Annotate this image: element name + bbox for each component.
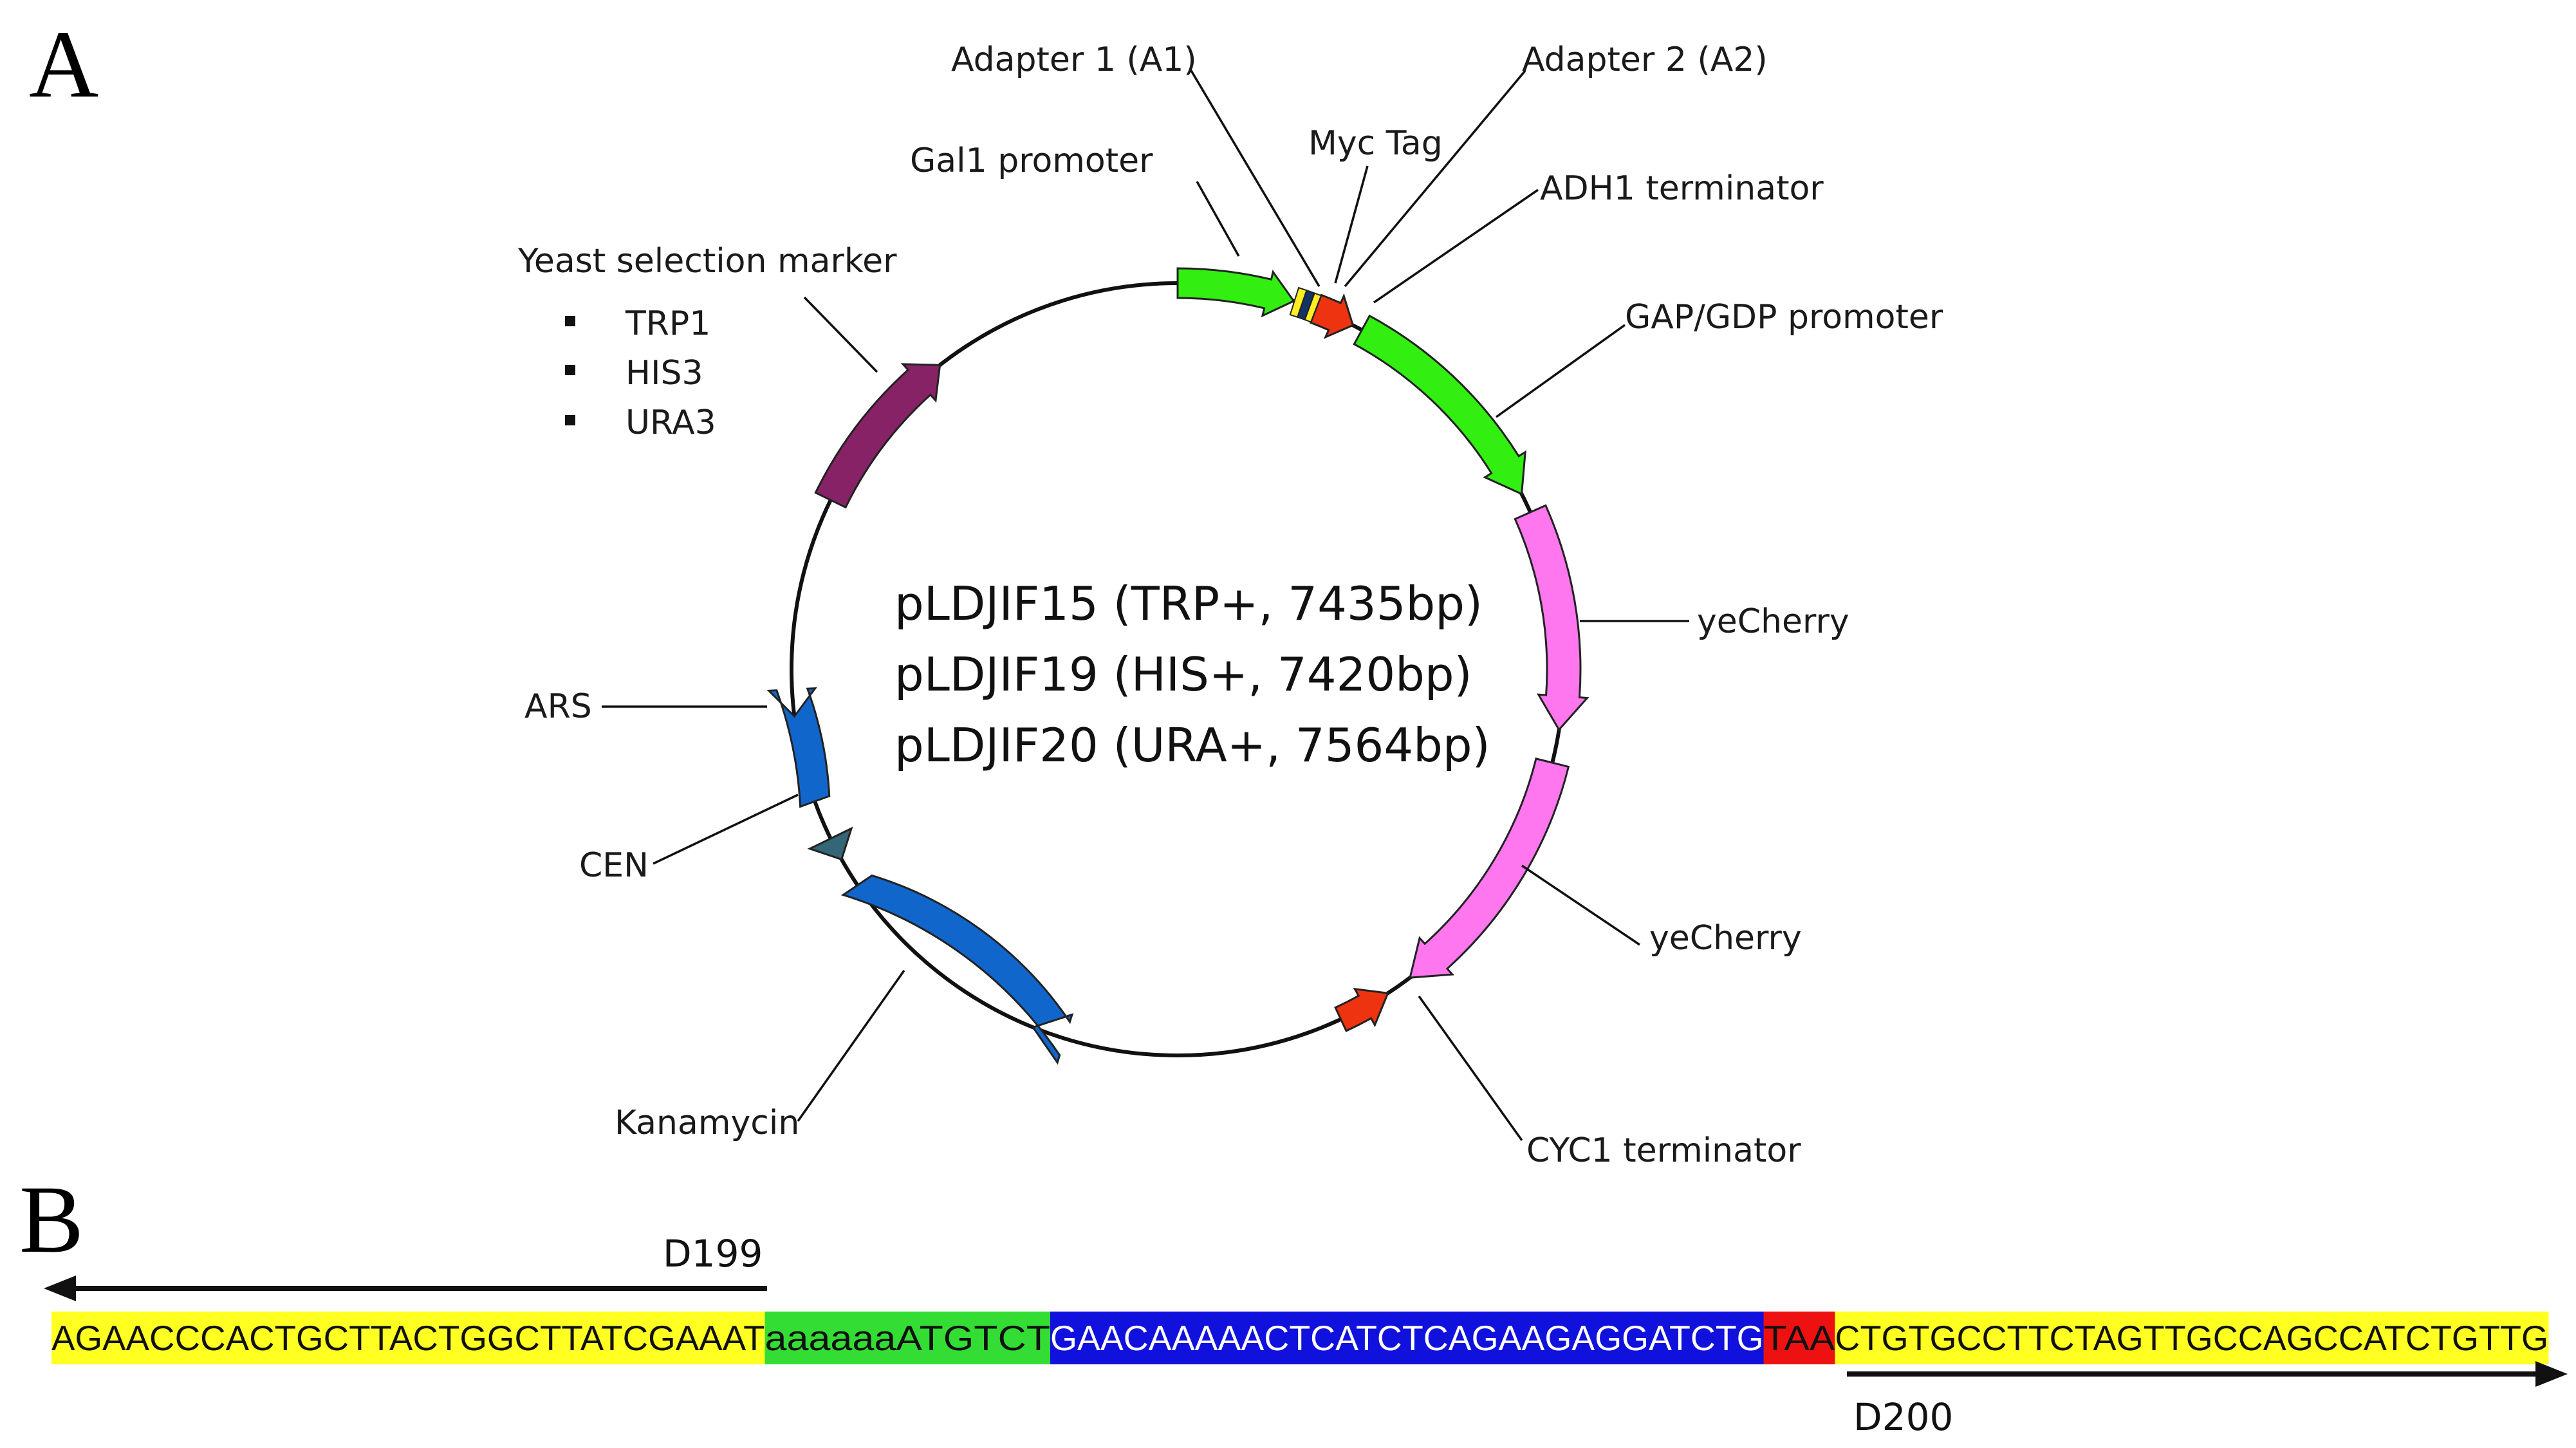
leader-kanamycin [797, 969, 905, 1122]
plasmid-name-line: pLDJIF20 (URA+, 7564bp) [894, 718, 1490, 772]
selection-marker-list: TRP1 HIS3 URA3 [565, 304, 716, 442]
label-adapter2: Adapter 2 (A2) [1522, 41, 1768, 79]
adh1-terminator-arrow [1309, 293, 1355, 339]
leader-adh1 [1373, 189, 1539, 304]
plasmid-features [766, 267, 1589, 1065]
sequence-segment-text: CTGTGCCTTCTAGTTGCCAGCCATCTGTTG [1835, 1318, 2548, 1358]
sequence-segment-bg [51, 1312, 766, 1364]
bullet-icon [565, 415, 575, 425]
panel-b-letter: B [19, 1166, 84, 1273]
leader-yecherry-2 [1521, 864, 1640, 946]
primer-d199-label: D199 [663, 1232, 763, 1276]
feature-labels: Adapter 1 (A1) Adapter 2 (A2) Myc Tag Ga… [517, 41, 1943, 1170]
leader-gal1 [1196, 181, 1240, 257]
selection-marker-item: HIS3 [625, 354, 703, 393]
ars-arrow [766, 687, 831, 808]
label-kanamycin: Kanamycin [615, 1104, 799, 1142]
leader-lines [602, 69, 1689, 1142]
leader-myc [1334, 165, 1369, 284]
plasmid-name-line: pLDJIF15 (TRP+, 7435bp) [894, 577, 1483, 631]
plasmid-names: pLDJIF15 (TRP+, 7435bp) pLDJIF19 (HIS+, … [894, 577, 1490, 772]
leader-selection-marker [803, 296, 878, 373]
primer-d200-arrowhead-icon [2535, 1361, 2568, 1387]
gal1-promoter-arrow [1176, 267, 1295, 318]
label-yecherry-1: yeCherry [1697, 602, 1849, 641]
selection-marker-item: URA3 [625, 404, 716, 442]
leader-gap [1495, 324, 1626, 418]
primer-d199-arrowhead-icon [44, 1276, 76, 1301]
label-adh1-terminator: ADH1 terminator [1540, 169, 1824, 208]
panel-a-letter: A [29, 11, 98, 118]
label-myc-tag: Myc Tag [1308, 124, 1443, 163]
primer-d200: D200 [1847, 1361, 2568, 1439]
cen-arrow [807, 826, 853, 861]
leader-adapter1 [1189, 69, 1320, 287]
leader-adapter2 [1344, 70, 1526, 288]
label-adapter1: Adapter 1 (A1) [951, 41, 1197, 79]
sequence-segment-text: TAA [1764, 1318, 1835, 1358]
adapter-myc-blocks [1289, 286, 1322, 323]
sequence-segment-bg [764, 1312, 1051, 1364]
yecherry-2-arrow [1409, 757, 1570, 979]
adapter2-block [1304, 292, 1322, 323]
leader-cyc1 [1418, 995, 1523, 1142]
sequence-segment-bg [1050, 1312, 1765, 1364]
label-ars: ARS [524, 687, 592, 726]
label-cen: CEN [579, 846, 649, 885]
yecherry-1-arrow [1514, 504, 1589, 732]
label-yecherry-2: yeCherry [1649, 919, 1802, 958]
kanamycin-arrow [840, 874, 1074, 1065]
plasmid-name-line: pLDJIF19 (HIS+, 7420bp) [894, 647, 1472, 701]
sequence-segment-text: GAACAAAAACTCATCTCAGAAGAGGATCTG [1050, 1318, 1764, 1358]
sequence-segment-text: AGAACCCACTGCTTACTGGCTTATCGAAAT [51, 1318, 765, 1358]
leader-cen [653, 794, 799, 865]
sequence-segment-text: aaaaaaATGTCT [765, 1318, 1050, 1358]
label-cyc1-terminator: CYC1 terminator [1526, 1131, 1801, 1170]
selection-marker-item: TRP1 [625, 304, 710, 343]
primer-d199: D199 [44, 1232, 767, 1301]
label-selection-marker: Yeast selection marker [517, 242, 897, 281]
cyc1-terminator-arrow [1334, 987, 1389, 1032]
gap-promoter-arrow [1353, 314, 1526, 496]
label-gal1-promoter: Gal1 promoter [910, 142, 1153, 180]
sequence-segment-bg [1763, 1312, 1835, 1364]
selection-marker-arrow [814, 363, 941, 509]
sequence-segment-bg [1835, 1312, 2549, 1364]
bullet-icon [565, 316, 575, 326]
label-gap-promoter: GAP/GDP promoter [1625, 298, 1943, 337]
bullet-icon [565, 365, 575, 375]
primer-d200-label: D200 [1853, 1395, 1953, 1439]
